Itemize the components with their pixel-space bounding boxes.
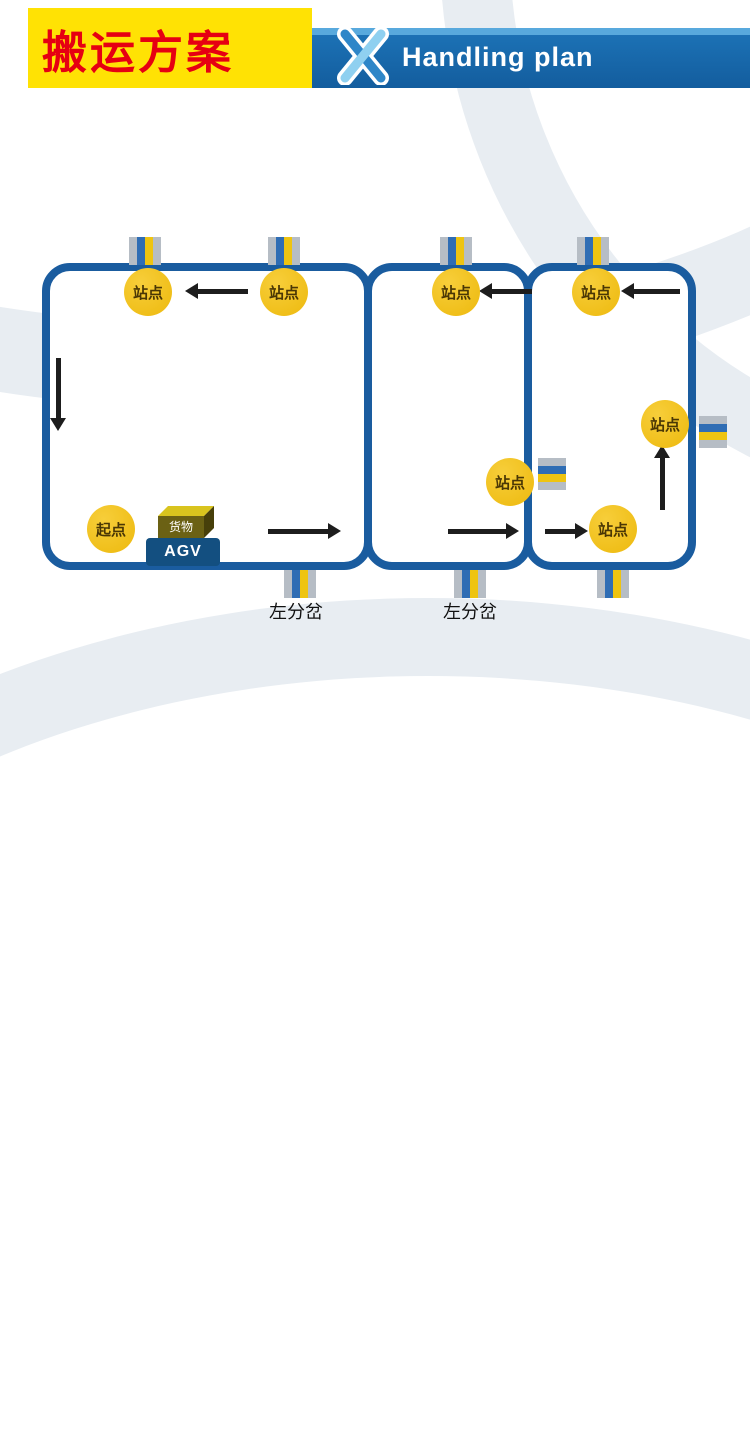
flow-arrow-right <box>545 523 588 539</box>
cargo-box: 货物 <box>158 506 216 538</box>
flow-arrow-left <box>621 283 680 299</box>
track-sensor-marker <box>454 570 486 598</box>
page-title: 搬运方案 <box>42 26 235 78</box>
station-node-loop3-right: 站点 <box>641 400 689 448</box>
flow-arrow-up <box>654 445 670 510</box>
track-sensor-marker <box>284 570 316 598</box>
flow-arrow-left <box>185 283 248 299</box>
station-node-loop3-top: 站点 <box>572 268 620 316</box>
track-sensor-marker <box>577 237 609 265</box>
flow-arrow-down <box>50 358 66 431</box>
track-sensor-marker <box>538 458 566 490</box>
station-node-loop3-bottom: 站点 <box>589 505 637 553</box>
background-swoosh-bottom <box>0 598 750 1446</box>
branch-label-2: 左分岔 <box>443 602 497 622</box>
track-sensor-marker <box>268 237 300 265</box>
handling-plan-diagram: 站点 站点 起点 站点 站点 站点 站点 站点 货物 AGV 左分岔 左分岔 <box>42 237 727 622</box>
track-sensor-marker <box>597 570 629 598</box>
cargo-box-label: 货物 <box>158 516 204 538</box>
flow-arrow-right <box>448 523 519 539</box>
track-sensor-marker <box>440 237 472 265</box>
banner-top-stripe <box>298 28 750 35</box>
title-box: 搬运方案 <box>28 8 312 88</box>
track-sensor-marker <box>699 416 727 448</box>
banner-title-en: Handling plan <box>402 42 594 72</box>
start-node: 起点 <box>87 505 135 553</box>
branch-label-1: 左分岔 <box>269 602 323 622</box>
flow-arrow-right <box>268 523 341 539</box>
header-banner: Handling plan <box>298 27 750 88</box>
station-node-loop2-right: 站点 <box>486 458 534 506</box>
station-node-loop2-top: 站点 <box>432 268 480 316</box>
track-sensor-marker <box>129 237 161 265</box>
agv-vehicle: AGV <box>146 538 220 566</box>
flow-arrow-left <box>479 283 532 299</box>
brand-x-logo-icon <box>337 27 389 85</box>
station-node-loop1-top-right: 站点 <box>260 268 308 316</box>
station-node-loop1-top-left: 站点 <box>124 268 172 316</box>
